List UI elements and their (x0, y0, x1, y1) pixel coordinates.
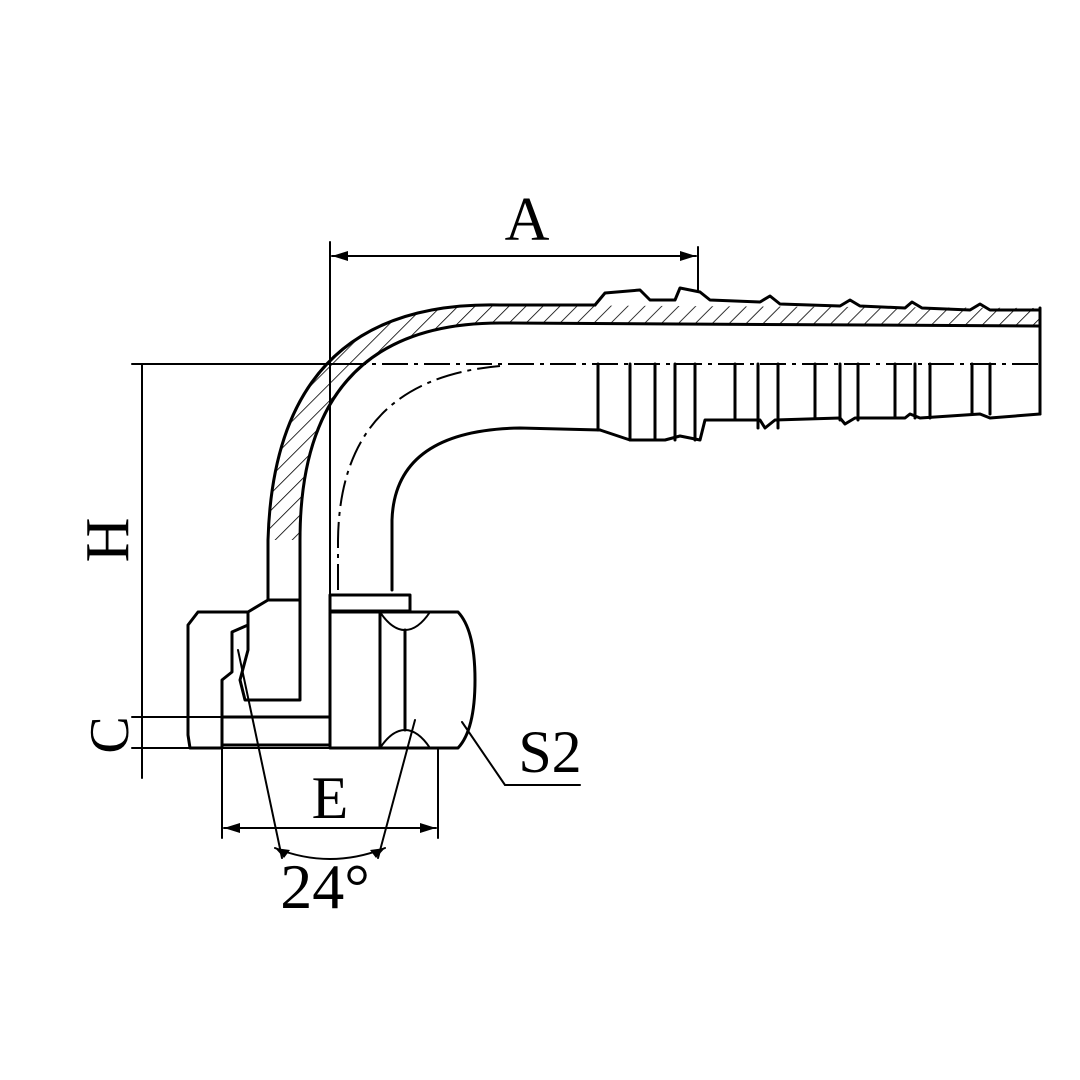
center-lines (337, 363, 1040, 590)
angle-arrow-left (275, 848, 290, 858)
angle-arrow-right (370, 848, 385, 858)
hose-tail-top-profile (593, 286, 1042, 312)
nut-assembly (186, 593, 477, 750)
dimension-e: E (221, 747, 439, 839)
elbow-inner-contour (390, 426, 602, 592)
cone-angle: 24° (237, 649, 416, 922)
dimension-e-arrow-left (224, 823, 240, 833)
dimension-e-label: E (312, 765, 349, 831)
dimension-h-label: H (74, 518, 142, 563)
hex-chamfer-bottom (379, 729, 431, 749)
dimension-e-arrow-right (420, 823, 436, 833)
hex-chamfer-top (379, 611, 431, 631)
elbow-outer-contour (266, 303, 597, 602)
angle-label: 24° (280, 851, 370, 922)
hose-tail-bottom-profile (598, 412, 1042, 442)
cone-line-left (237, 649, 283, 859)
dimension-c-label: C (79, 716, 141, 753)
dimension-a-arrow-left (332, 251, 348, 261)
dimension-a-label: A (505, 186, 550, 254)
nut-collar (328, 593, 412, 613)
bend-center-line (337, 365, 501, 590)
dimension-a: A (329, 186, 699, 749)
dimension-h: H (74, 363, 341, 779)
s2-leader (461, 721, 506, 786)
dimension-a-arrow-right (680, 251, 696, 261)
hose-tail (593, 286, 1042, 442)
elbow-body (266, 303, 1042, 602)
nut-section-left (186, 610, 250, 750)
cone-line-right (377, 719, 416, 859)
s2-label: S2 (518, 719, 581, 785)
hex-nut (328, 610, 477, 750)
s2-callout: S2 (461, 719, 582, 786)
seat-section (238, 598, 302, 702)
